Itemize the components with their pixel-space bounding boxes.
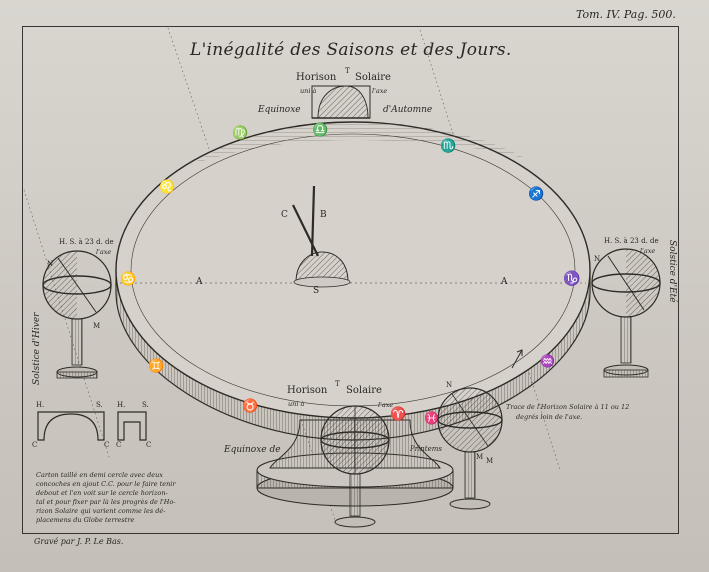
zodiac-taurus: ♉ <box>242 399 259 414</box>
carton2-c-right: C <box>146 441 152 449</box>
top-horizon-label: Horison <box>296 72 337 83</box>
caption-line-6: placemens du Globe terrestre <box>36 516 135 524</box>
caption-line-2: concoches en ajout C.C. pour le faire te… <box>36 480 176 488</box>
bottom-m-label-1: M <box>476 453 484 461</box>
bottom-n-label: N <box>446 381 453 389</box>
autumn-label: d'Automne <box>383 105 433 115</box>
right-axe-label: l'axe <box>640 247 656 255</box>
bottom-t-mark: T <box>335 380 340 388</box>
top-t-mark: T <box>345 67 350 75</box>
bottom-solaire-label: Solaire <box>346 385 382 396</box>
left-n-label: N <box>47 260 54 268</box>
bottom-m-label-2: M <box>486 457 494 465</box>
trace-note-line-2: degrés loin de l'axe. <box>516 413 583 421</box>
caption-line-3: debout et l'en voit sur le cercle horizo… <box>36 489 168 497</box>
front-equinox-globe <box>320 405 390 528</box>
right-hs-label: H. S. à 23 d. de <box>604 237 659 245</box>
zodiac-pisces: ♓ <box>424 411 439 425</box>
zodiac-sagittarius: ♐ <box>528 187 545 202</box>
autumn-equinox-label: Equinoxe <box>258 105 301 115</box>
zodiac-aries: ♈ <box>390 407 407 422</box>
right-armillary-globe <box>591 248 661 378</box>
summer-solstice-label: Solstice d'Eté <box>667 240 677 303</box>
table-label-s: S <box>313 286 320 296</box>
spring-equinox-label: Equinoxe de <box>224 445 281 455</box>
left-axe-label: l'axe <box>96 248 112 256</box>
left-hs-label: H. S. à 23 d. de <box>59 238 114 246</box>
carton2-h: H. <box>117 401 126 409</box>
zodiac-scorpio: ♏ <box>440 139 457 154</box>
carton1-s: S. <box>96 401 103 409</box>
caption-line-1: Carton taillé en demi cercle avec deux <box>36 471 163 479</box>
top-solaire-label: Solaire <box>355 72 391 83</box>
carton1-c-left: C <box>32 441 38 449</box>
table-label-b: B <box>320 210 327 220</box>
plate-title: L'inégalité des Saisons et des Jours. <box>190 40 512 60</box>
top-uni-a: uni à <box>300 87 317 95</box>
zodiac-leo: ♌ <box>159 180 176 195</box>
table-label-a-left: A <box>196 277 203 287</box>
carton2-s: S. <box>142 401 149 409</box>
zodiac-gemini: ♊ <box>148 359 165 374</box>
tome-page-reference: Tom. IV. Pag. 500. <box>576 8 676 21</box>
left-armillary-globe <box>42 250 112 379</box>
zodiac-capricorn: ♑ <box>563 271 581 287</box>
engraver-credit: Gravé par J. P. Le Bas. <box>34 537 124 546</box>
zodiac-virgo: ♍ <box>232 126 249 141</box>
zodiac-libra: ♎ <box>312 123 329 138</box>
trace-note-line-1: Trace de l'Horizon Solaire à 11 ou 12 <box>506 403 630 411</box>
winter-solstice-label: Solstice d'Hiver <box>32 312 42 385</box>
table-label-a-right: A <box>501 277 508 287</box>
left-m-label: M <box>93 322 101 330</box>
spring-label: Printems <box>410 445 442 453</box>
front-offset-globe <box>437 387 503 510</box>
zodiac-aquarius: ♒ <box>540 354 555 368</box>
carton1-h: H. <box>36 401 45 409</box>
bottom-axe: l'axe <box>378 401 394 409</box>
carton-figures <box>37 411 147 441</box>
caption-line-4: tal et pour fixer par là les progrès de … <box>36 498 176 506</box>
right-n-label: N <box>594 255 601 263</box>
caption-line-5: rizon Solaire qui varient comme les dé- <box>36 507 166 515</box>
carton2-c-left: C <box>116 441 122 449</box>
zodiac-cancer: ♋ <box>120 272 137 287</box>
top-horizon-instrument <box>311 85 371 119</box>
plate-border <box>22 26 679 534</box>
bottom-uni-a: uni à <box>288 400 305 408</box>
bottom-horizon-label: Horison <box>287 385 328 396</box>
carton1-c-right: C <box>104 441 110 449</box>
top-axe: l'axe <box>372 87 388 95</box>
direction-arrow-icon <box>511 349 523 369</box>
sun-dome <box>292 185 351 288</box>
table-label-c: C <box>281 210 288 220</box>
